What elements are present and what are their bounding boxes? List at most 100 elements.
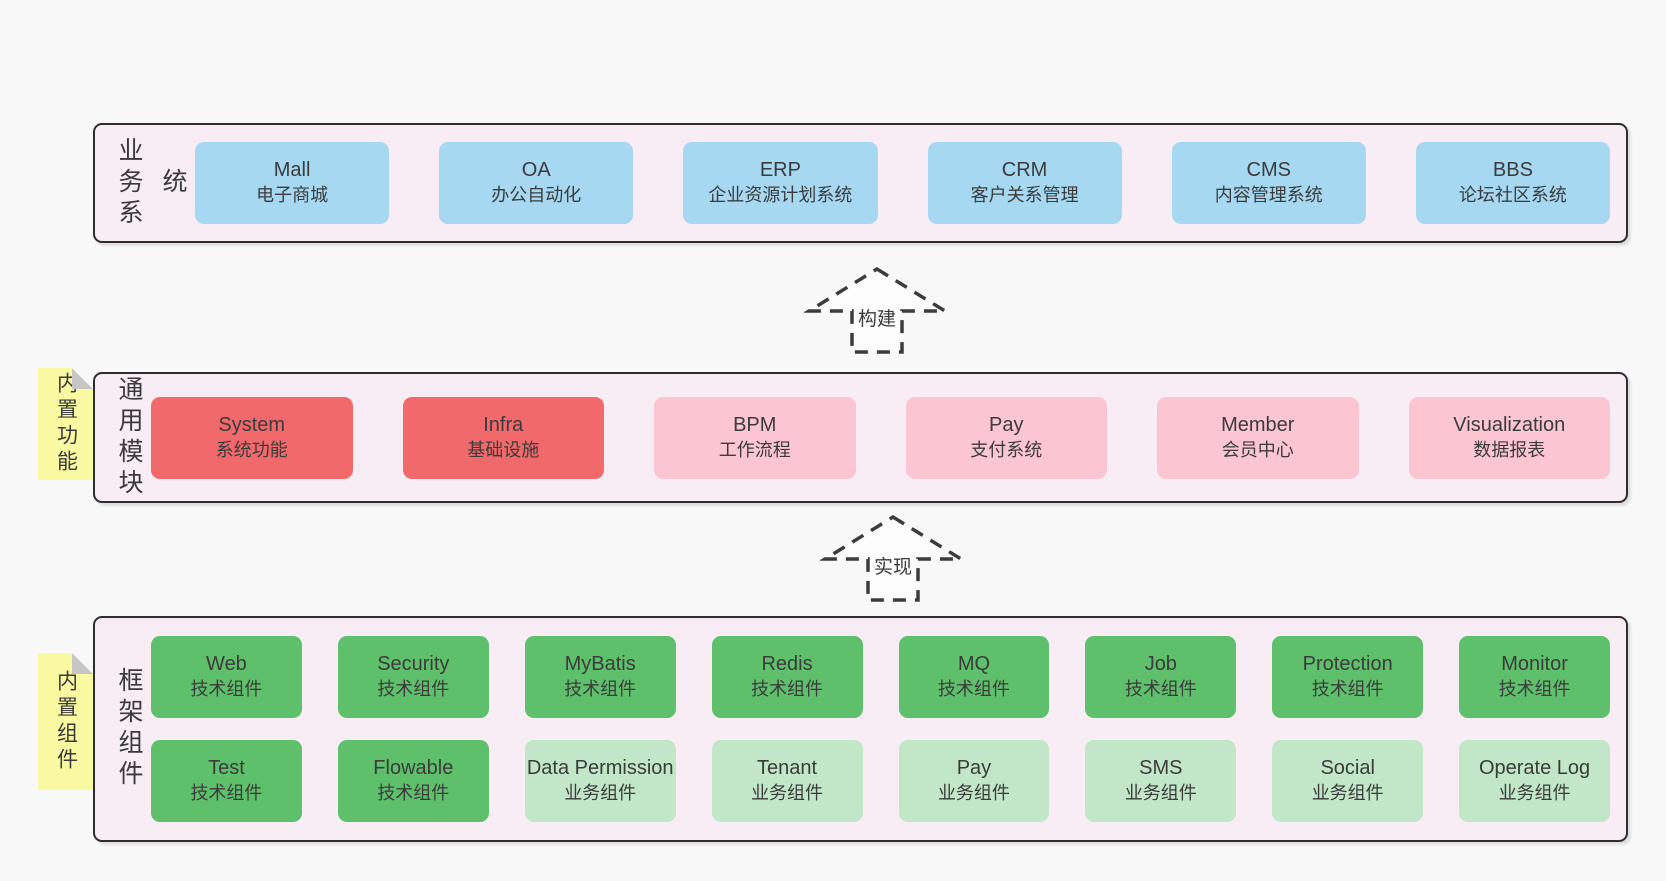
box-bpm: BPM 工作流程 [654,396,856,479]
box-protection: Protection 技术组件 [1272,636,1424,718]
box-title: Redis [761,653,813,675]
box-title: OA [521,159,551,181]
sticky-note-built-in-features: 内置功能 [38,368,93,480]
box-social: Social 业务组件 [1272,740,1424,822]
box-erp: ERP 企业资源计划系统 [683,142,878,224]
box-title: ERP [759,159,801,181]
box-infra: Infra 基础设施 [402,396,604,479]
box-subtitle: 技术组件 [190,679,263,699]
box-title: Job [1144,653,1177,675]
box-title: CRM [1001,159,1048,181]
arrow-implement: 实现 [820,512,966,604]
box-subtitle: 技术组件 [937,679,1010,699]
box-subtitle: 业务组件 [564,783,637,803]
box-tenant: Tenant 业务组件 [711,740,863,822]
band-business-systems: 业务系统 Mall 电子商城 OA 办公自动化 ERP 企业资源计划系统 CRM… [93,123,1628,243]
box-title: BPM [733,413,777,436]
box-title: System [218,413,286,436]
sticky-text: 内置组件 [54,669,78,774]
box-title: Test [208,757,245,779]
box-flowable: Flowable 技术组件 [337,740,489,822]
box-subtitle: 基础设施 [467,439,540,460]
box-mall: Mall 电子商城 [195,142,390,224]
box-title: MyBatis [564,653,636,675]
box-title: Mall [273,159,311,181]
box-web: Web 技术组件 [151,636,302,718]
box-subtitle: 论坛社区系统 [1458,185,1567,205]
box-subtitle: 工作流程 [718,439,791,460]
box-subtitle: 会员中心 [1221,439,1294,460]
box-subtitle: 企业资源计划系统 [708,185,853,205]
box-pay: Pay 支付系统 [905,396,1107,479]
band-label-framework-components: 框架组件 [115,667,143,791]
box-bbs: BBS 论坛社区系统 [1415,142,1610,224]
box-title: Operate Log [1478,757,1591,779]
box-mq: MQ 技术组件 [898,636,1050,718]
box-title: MQ [957,653,991,675]
sticky-note-built-in-components: 内置组件 [38,653,93,790]
box-test: Test 技术组件 [151,740,302,822]
box-subtitle: 业务组件 [937,783,1010,803]
box-data-permission: Data Permission 业务组件 [524,740,676,822]
band-label-business-systems: 业务系统 [115,136,187,230]
box-redis: Redis 技术组件 [711,636,863,718]
box-subtitle: 系统功能 [215,439,288,460]
box-subtitle: 办公自动化 [491,185,582,205]
box-mybatis: MyBatis 技术组件 [524,636,676,718]
box-monitor: Monitor 技术组件 [1459,636,1610,718]
box-system: System 系统功能 [151,396,353,479]
box-subtitle: 技术组件 [751,679,824,699]
box-subtitle: 技术组件 [377,679,450,699]
box-job: Job 技术组件 [1085,636,1237,718]
sticky-fold-corner [72,653,93,674]
box-subtitle: 技术组件 [377,783,450,803]
box-title: Member [1221,413,1295,436]
box-subtitle: 技术组件 [1124,679,1197,699]
sticky-text: 内置功能 [54,372,78,476]
box-subtitle: 数据报表 [1473,439,1546,460]
box-subtitle: 技术组件 [1311,679,1384,699]
box-title: BBS [1492,159,1533,181]
box-crm: CRM 客户关系管理 [927,142,1122,224]
box-title: Data Permission [526,757,674,779]
framework-row-1: Web 技术组件 Security 技术组件 MyBatis 技术组件 Redi… [151,636,1610,718]
box-security: Security 技术组件 [337,636,489,718]
band-label-common-modules: 通用模块 [115,375,143,500]
arrow-build-label: 构建 [854,308,900,332]
arrow-build: 构建 [804,264,950,356]
band-common-modules: 通用模块 System 系统功能 Infra 基础设施 BPM 工作流程 Pay… [93,372,1628,503]
box-pay-business: Pay 业务组件 [898,740,1050,822]
box-subtitle: 支付系统 [970,439,1043,460]
box-title: CMS [1246,159,1291,181]
box-subtitle: 业务组件 [751,783,824,803]
box-visualization: Visualization 数据报表 [1408,396,1610,479]
box-sms: SMS 业务组件 [1085,740,1237,822]
business-systems-grid: Mall 电子商城 OA 办公自动化 ERP 企业资源计划系统 CRM 客户关系… [195,142,1610,224]
box-subtitle: 技术组件 [190,783,263,803]
box-oa: OA 办公自动化 [439,142,634,224]
box-subtitle: 内容管理系统 [1214,185,1323,205]
box-title: Pay [989,413,1024,436]
sticky-fold-corner [72,368,93,389]
box-subtitle: 业务组件 [1311,783,1384,803]
common-modules-grid: System 系统功能 Infra 基础设施 BPM 工作流程 Pay 支付系统… [151,396,1610,479]
box-subtitle: 电子商城 [256,185,329,205]
box-subtitle: 客户关系管理 [970,185,1079,205]
box-title: Web [206,653,247,675]
box-title: Infra [483,413,524,436]
box-operate-log: Operate Log 业务组件 [1459,740,1610,822]
box-subtitle: 业务组件 [1124,783,1197,803]
band-framework-components: 框架组件 Web 技术组件 Security 技术组件 MyBatis 技术组件… [93,616,1628,842]
box-title: SMS [1139,757,1183,779]
box-title: Security [377,653,450,675]
box-title: Pay [956,757,992,779]
box-subtitle: 业务组件 [1498,783,1571,803]
box-subtitle: 技术组件 [1498,679,1571,699]
box-title: Monitor [1501,653,1568,675]
framework-row-2: Test 技术组件 Flowable 技术组件 Data Permission … [151,740,1610,822]
box-title: Protection [1302,653,1393,675]
arrow-implement-label: 实现 [870,556,916,580]
box-title: Flowable [373,757,454,779]
box-title: Visualization [1453,413,1566,436]
box-title: Social [1320,757,1375,779]
